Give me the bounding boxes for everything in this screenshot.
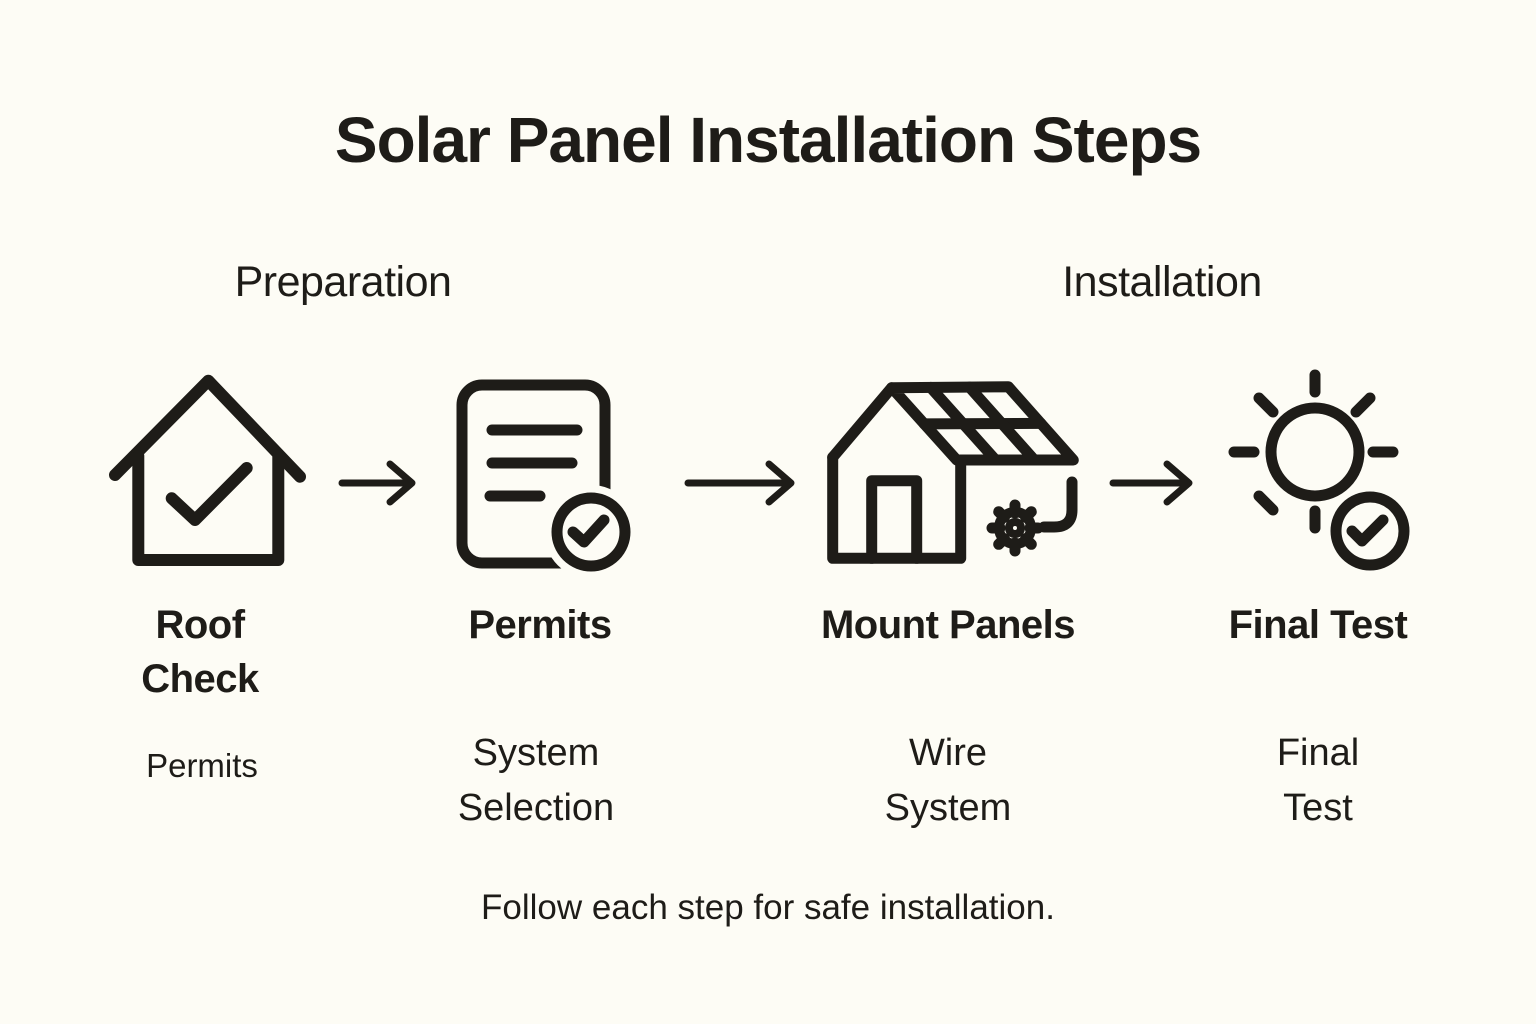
step-sublabel-system-selection: System Selection	[457, 732, 615, 829]
step-sublabel-permits: Permits	[146, 747, 258, 784]
solar-house-gear-icon	[827, 381, 1079, 564]
step-label-permits: Permits	[468, 603, 612, 647]
footer-note: Follow each step for safe installation.	[481, 888, 1055, 927]
gear-icon	[986, 499, 1044, 557]
step-label-final-test: Final Test	[1228, 603, 1408, 647]
sun-rays	[1228, 369, 1399, 534]
wire	[1038, 476, 1078, 533]
step-label-roof-check: Roof Check	[141, 603, 259, 701]
page-title: Solar Panel Installation Steps	[334, 104, 1202, 176]
flow-arrow-2	[684, 460, 795, 506]
step-sublabel-final-test: Final Test	[1276, 732, 1360, 829]
sun-check-icon	[1228, 369, 1410, 571]
step-sublabel-wire-system: Wire System	[884, 732, 1012, 829]
house-check-icon	[109, 374, 306, 566]
phase-header-installation: Installation	[1062, 258, 1262, 306]
phase-header-preparation: Preparation	[234, 258, 452, 306]
flow-arrow-1	[338, 460, 416, 506]
document-check-icon	[456, 379, 635, 579]
flow-arrow-3	[1109, 460, 1193, 506]
step-label-mount-panels: Mount Panels	[820, 603, 1076, 647]
